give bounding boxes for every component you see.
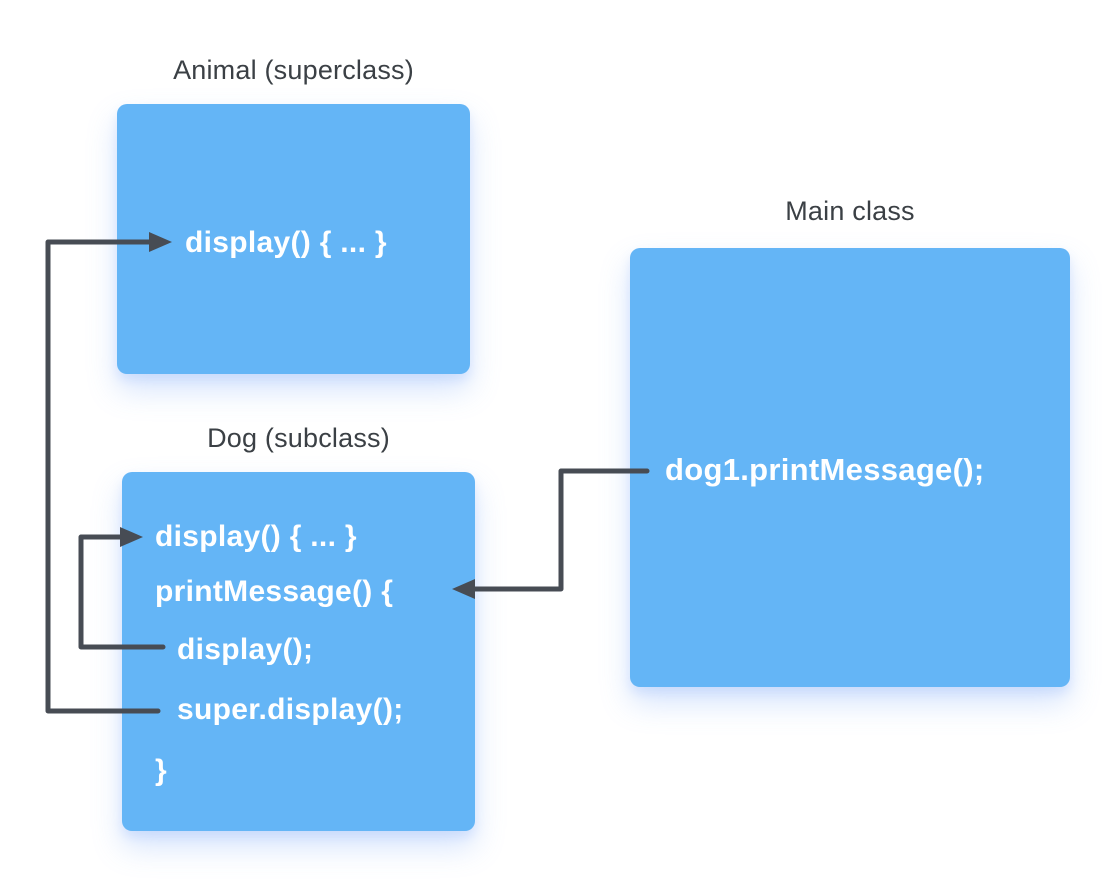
main-printmessage-call: dog1.printMessage();: [665, 452, 985, 487]
dog-class-box: display() { ... } printMessage() { displ…: [122, 472, 475, 831]
dog-closing-brace: }: [155, 754, 167, 787]
animal-class-box: display() { ... }: [117, 104, 470, 374]
dog-printmessage-method: printMessage() {: [155, 575, 394, 608]
main-box-title: Main class: [785, 196, 915, 226]
dog-display-call: display();: [177, 633, 314, 666]
dog-display-method: display() { ... }: [155, 520, 357, 553]
dog-box-title: Dog (subclass): [207, 423, 390, 453]
animal-box-title: Animal (superclass): [173, 55, 414, 85]
main-class-box: dog1.printMessage();: [630, 248, 1070, 687]
arrow-main-to-dog-printmessage: [452, 468, 650, 599]
dog-super-display-call: super.display();: [177, 693, 404, 726]
animal-display-method: display() { ... }: [185, 226, 387, 259]
